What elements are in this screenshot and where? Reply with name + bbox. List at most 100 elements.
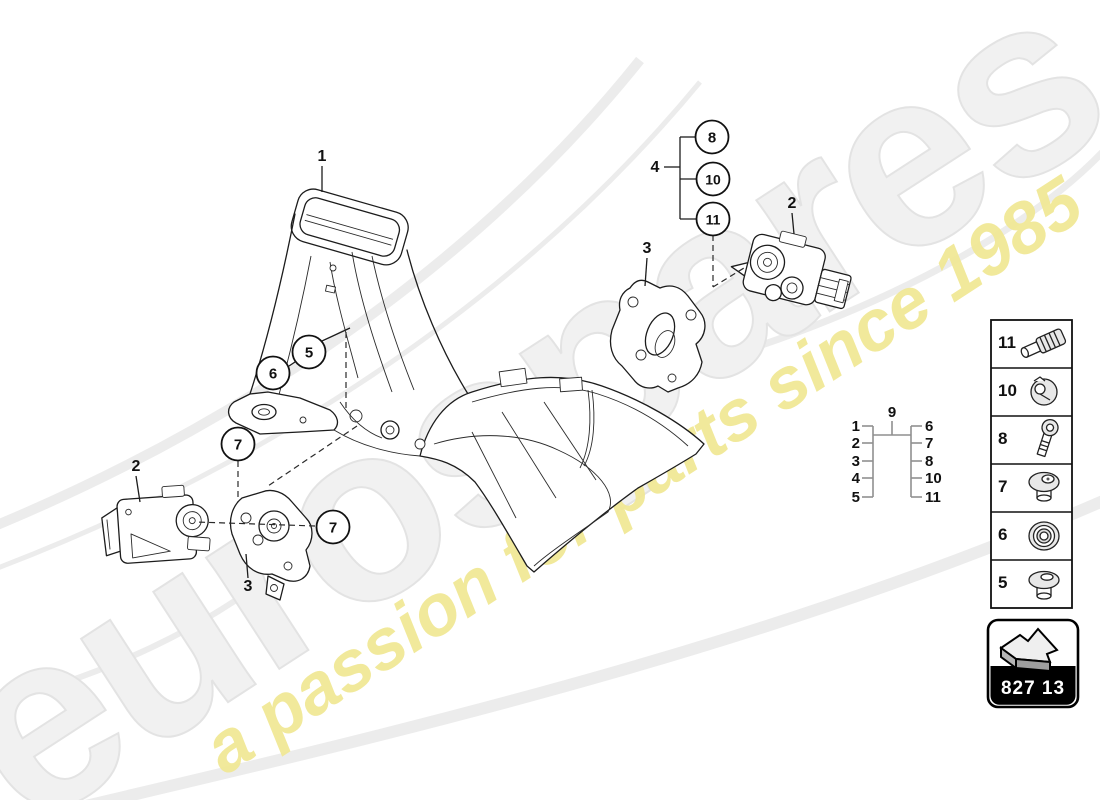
bracket-foot-hole	[270, 584, 278, 592]
wing-channel	[433, 435, 611, 567]
legend-left-2: 2	[852, 435, 860, 452]
parts-table: 11 10 8	[990, 319, 1073, 609]
bracket-hole	[685, 309, 697, 321]
watermark-swoosh	[689, 149, 1100, 372]
label-3-left[interactable]: 3	[244, 578, 253, 595]
duct-detail	[325, 284, 336, 294]
label-2-left[interactable]: 2	[132, 458, 141, 475]
parts-table-row-11[interactable]: 11	[998, 328, 1067, 361]
row-number: 8	[998, 429, 1007, 448]
watermark-swoosh	[0, 80, 702, 570]
callout-7-right-label: 7	[329, 520, 337, 537]
body-underline	[333, 429, 421, 457]
callout-6-label: 6	[269, 366, 277, 383]
label-1[interactable]: 1	[318, 148, 327, 165]
bracket-hole	[240, 512, 252, 524]
duct-opening	[290, 188, 409, 266]
callouts: 1 2 3 4 2 3 8 10 11 5 6 7	[132, 119, 797, 595]
socket-bolt-icon	[1036, 418, 1059, 458]
wing-inner-rim	[471, 387, 689, 447]
callout-6[interactable]: 6	[255, 355, 291, 391]
parts-table-row-8[interactable]: 8	[998, 418, 1060, 458]
callout-7-left[interactable]: 7	[220, 426, 256, 462]
wing-strut	[579, 389, 595, 469]
parts-table-row-7[interactable]: 7	[998, 471, 1060, 502]
legend-group: 9 1 2 3 4 5 6 7 8 10 11	[852, 404, 942, 506]
machinery-line	[339, 401, 383, 439]
bearing-ring-icon	[1028, 521, 1060, 551]
bracket-part-right	[609, 279, 706, 393]
parts-table-row-6[interactable]: 6	[998, 521, 1060, 551]
bracket-boss-inner	[266, 518, 282, 534]
main-assembly-drawing	[227, 188, 705, 573]
dash-foot-to-bracket	[267, 425, 358, 487]
bracket-hole	[283, 561, 293, 571]
label-2-right[interactable]: 2	[788, 195, 797, 212]
connector-line	[106, 519, 111, 550]
bracket-boss-hub	[271, 523, 277, 529]
callout-10[interactable]: 10	[695, 161, 731, 197]
duct-cable	[329, 261, 359, 379]
callout-5-label: 5	[305, 345, 313, 362]
label-4[interactable]: 4	[651, 159, 660, 176]
legend-left-4: 4	[852, 470, 861, 487]
row-number: 10	[998, 381, 1017, 400]
actuator-screw	[125, 508, 132, 516]
flanged-grommet-icon	[1028, 570, 1060, 600]
callout-11[interactable]: 11	[695, 201, 731, 237]
actuator-barrel-hub	[188, 517, 196, 525]
leader-3-right	[644, 257, 648, 287]
part-code-badge[interactable]: 827 13	[986, 618, 1080, 709]
watermark-swoosh	[0, 579, 264, 705]
bracket-boss	[258, 510, 290, 542]
actuator-barrel-inner	[757, 251, 778, 273]
actuator-panel	[130, 533, 171, 559]
legend-left-1: 1	[852, 418, 860, 435]
actuator-barrel-hub	[763, 257, 772, 267]
arrow-icon-side	[1000, 646, 1017, 670]
wing-rib	[471, 431, 517, 519]
badge-band	[990, 666, 1076, 705]
leader-3-left	[245, 553, 249, 579]
wing-rib	[501, 411, 557, 499]
leader-2-left	[135, 475, 141, 503]
actuator-barrel	[749, 244, 786, 280]
parts-table-row-10[interactable]: 10	[998, 376, 1058, 406]
wing-outline	[419, 376, 705, 573]
actuator-tab	[187, 536, 211, 552]
bracket-slot-inner	[654, 330, 676, 358]
machinery-detail	[414, 438, 426, 450]
duct-ridge	[351, 251, 393, 393]
callout-8-label: 8	[708, 130, 716, 147]
callout-7-left-label: 7	[234, 437, 242, 454]
leader-5	[321, 327, 351, 342]
bracket-slot	[644, 312, 676, 356]
duct-right-edge	[406, 249, 469, 395]
arrow-icon-side	[1015, 657, 1051, 673]
bracket-hole	[635, 349, 647, 361]
callout-10-label: 10	[705, 172, 721, 188]
foot-hole	[251, 403, 277, 421]
actuator-drum-small	[764, 283, 782, 302]
clamp-ring-icon	[1030, 376, 1058, 406]
row-number: 7	[998, 477, 1007, 496]
legend-right-10: 10	[925, 470, 942, 487]
row-number: 5	[998, 573, 1007, 592]
actuator-tab	[161, 484, 185, 498]
duct-ridge	[371, 255, 415, 391]
leader-6	[288, 361, 296, 367]
actuator-drum	[780, 276, 804, 300]
legend-left-3: 3	[852, 453, 860, 470]
legend-right-8: 8	[925, 453, 933, 470]
connector-key	[833, 278, 849, 304]
callout-7-right[interactable]: 7	[315, 509, 351, 545]
parts-table-row-5[interactable]: 5	[998, 570, 1060, 600]
callout-8[interactable]: 8	[694, 119, 730, 155]
bracket-hole	[627, 296, 639, 308]
label-3-right[interactable]: 3	[643, 240, 652, 257]
wing-rib	[543, 401, 597, 481]
foot-detail	[299, 416, 307, 424]
callout-5[interactable]: 5	[291, 334, 327, 370]
mounting-foot	[227, 391, 339, 435]
